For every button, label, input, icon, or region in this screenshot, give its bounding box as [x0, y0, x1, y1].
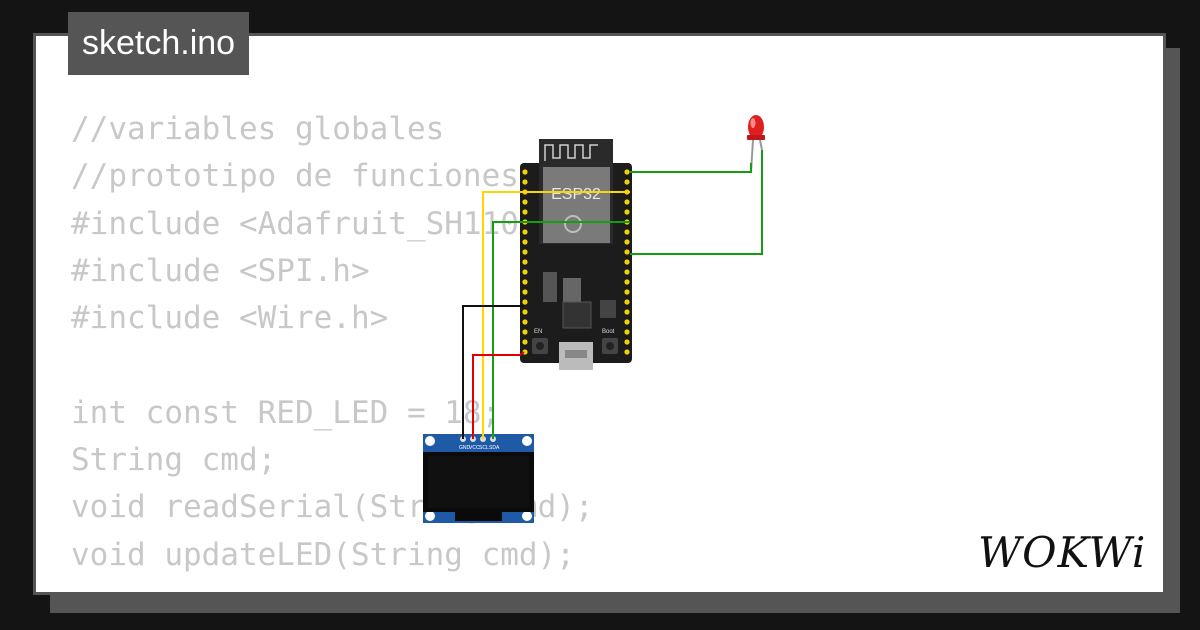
header-pin	[522, 199, 528, 205]
code-line: //prototipo de funciones	[71, 158, 519, 195]
board-label: ESP32	[551, 186, 601, 203]
header-pin	[522, 329, 528, 335]
header-pin	[522, 229, 528, 235]
header-pin	[522, 169, 528, 175]
header-pin	[522, 239, 528, 245]
code-line: void updateLED(String cmd);	[71, 536, 575, 573]
wokwi-logo: WOKWi	[978, 528, 1146, 576]
header-pin	[624, 279, 630, 285]
header-pin	[522, 309, 528, 315]
header-pin	[522, 299, 528, 305]
header-pin	[624, 289, 630, 295]
code-line: //variables globales	[71, 111, 445, 147]
header-pin	[624, 259, 630, 265]
espressif-icon	[564, 215, 582, 233]
header-pin	[522, 259, 528, 265]
header-pin	[624, 319, 630, 325]
code-line: #include <SPI.h>	[71, 252, 370, 289]
header-pin	[624, 239, 630, 245]
oled-pin-label: VCC	[469, 445, 480, 451]
header-pin	[624, 209, 630, 215]
header-pin	[624, 339, 630, 345]
wire-led-cathode[interactable]	[630, 150, 763, 255]
header-pin	[624, 179, 630, 185]
header-pin	[624, 299, 630, 305]
wire-gnd[interactable]	[462, 305, 524, 439]
left-pin-header	[522, 169, 528, 355]
header-pin	[624, 249, 630, 255]
header-pin	[522, 279, 528, 285]
header-pin	[522, 289, 528, 295]
code-line: #include <Wire.h>	[71, 300, 389, 337]
header-pin	[624, 349, 630, 355]
oled-pin-label: SCL	[479, 445, 489, 451]
oled-pin-label: SDA	[489, 445, 500, 451]
oled-pin-label: GND	[459, 445, 471, 451]
esp32-board[interactable]: ESP32 EN Boot	[520, 139, 632, 370]
header-pin	[522, 209, 528, 215]
code-line: String cmd;	[71, 442, 277, 479]
header-pin	[522, 339, 528, 345]
header-pin	[624, 309, 630, 315]
wire-led-anode[interactable]	[630, 163, 752, 173]
wires	[462, 150, 763, 439]
header-pin	[624, 199, 630, 205]
right-pin-header	[624, 169, 630, 355]
header-pin	[522, 319, 528, 325]
code-preview: //variables globales //prototipo de funci…	[71, 106, 831, 579]
oled-display[interactable]: GND VCC SCL SDA	[423, 434, 534, 523]
wire-sda[interactable]	[492, 221, 630, 439]
code-line: int const RED_LED = 18;	[71, 394, 501, 431]
header-pin	[624, 269, 630, 275]
header-pin	[522, 269, 528, 275]
header-pin	[624, 229, 630, 235]
logo-text: WOKWi	[978, 528, 1146, 576]
wire-scl[interactable]	[482, 191, 630, 439]
file-tab[interactable]: sketch.ino	[68, 12, 250, 75]
header-pin	[522, 179, 528, 185]
en-label: EN	[534, 329, 542, 335]
header-pin	[624, 329, 630, 335]
header-pin	[522, 249, 528, 255]
boot-label: Boot	[602, 329, 615, 335]
wire-vcc[interactable]	[472, 351, 525, 439]
header-pin	[624, 169, 630, 175]
